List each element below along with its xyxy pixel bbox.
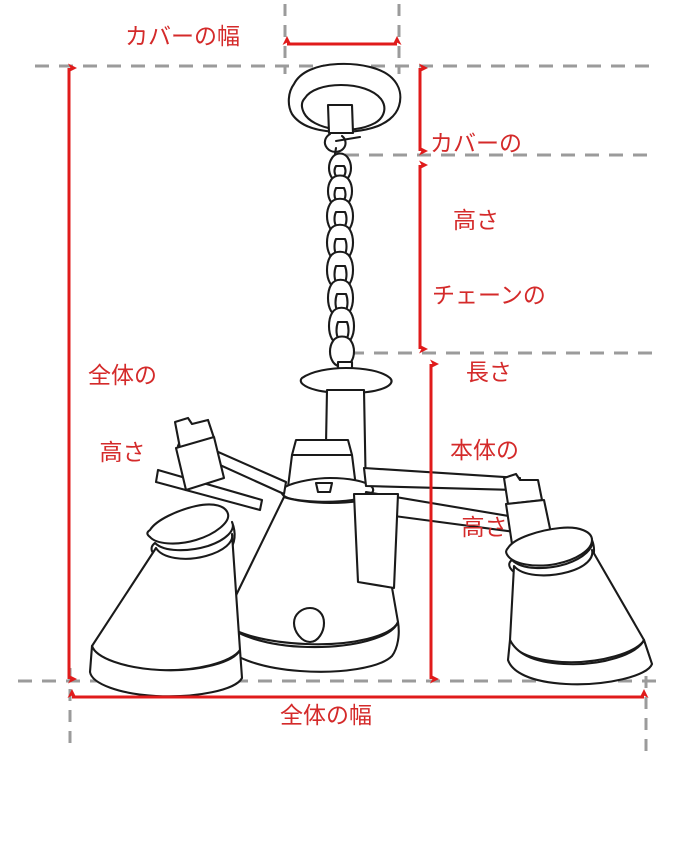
center-socket-top (290, 438, 354, 457)
label-body-height-line2: 高さ (461, 514, 508, 541)
back-arm-panel (352, 492, 400, 590)
label-chain-length: チェーンの 長さ (432, 232, 546, 438)
center-socket-nub (314, 481, 334, 494)
hook-block (326, 103, 355, 135)
label-body-height: 本体の 高さ (450, 387, 519, 593)
label-cover-height-line2: 高さ (453, 207, 499, 234)
label-cover-width: カバーの幅 (125, 24, 240, 50)
top-flange (299, 366, 393, 395)
chain (325, 152, 356, 368)
center-bulb (292, 606, 326, 644)
right-shade-lip (506, 638, 654, 686)
label-total-width: 全体の幅 (280, 703, 372, 729)
label-cover-height-line1: カバーの (430, 130, 522, 157)
label-body-height-line1: 本体の (450, 437, 519, 464)
hook-bar (334, 135, 362, 143)
label-total-height: 全体の 高さ (88, 312, 157, 518)
left-socket-ring (146, 503, 230, 545)
label-chain-length-line1: チェーンの (432, 282, 546, 309)
label-chain-length-line2: 長さ (465, 359, 512, 386)
right-socket-ring (505, 526, 594, 567)
label-cover-height: カバーの 高さ (430, 80, 522, 286)
chandelier-drawing (88, 62, 654, 698)
label-total-height-line2: 高さ (99, 439, 146, 466)
label-total-height-line1: 全体の (88, 362, 157, 389)
left-socket-body (174, 435, 226, 492)
dimension-arrows (67, 36, 649, 699)
